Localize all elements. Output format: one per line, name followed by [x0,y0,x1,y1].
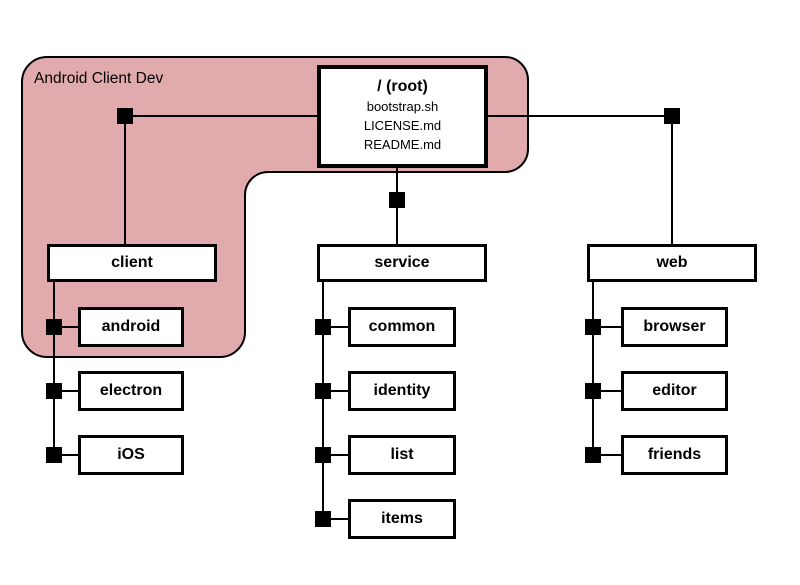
node-items[interactable]: items [348,499,456,539]
connector-dot-root-web [664,108,680,124]
connector-dot-web-browser [585,319,601,335]
connector-dot-client-electron [46,383,62,399]
node-root[interactable]: / (root) bootstrap.sh LICENSE.md README.… [317,65,488,168]
node-web[interactable]: web [587,244,757,282]
connector-dot-web-editor [585,383,601,399]
node-root-file: LICENSE.md [363,118,442,133]
connector-dot-service-list [315,447,331,463]
connector-dot-root-service [389,192,405,208]
node-ios[interactable]: iOS [78,435,184,475]
node-root-file: README.md [363,137,442,152]
group-label: Android Client Dev [34,70,164,87]
connector-dot-service-identity [315,383,331,399]
node-root-title: / (root) [377,78,428,95]
connector-dot-web-friends [585,447,601,463]
node-electron[interactable]: electron [78,371,184,411]
node-list[interactable]: list [348,435,456,475]
node-root-file: bootstrap.sh [366,99,439,114]
node-android[interactable]: android [78,307,184,347]
connector-dot-service-common [315,319,331,335]
node-service[interactable]: service [317,244,487,282]
node-browser[interactable]: browser [621,307,728,347]
node-friends[interactable]: friends [621,435,728,475]
node-identity[interactable]: identity [348,371,456,411]
node-editor[interactable]: editor [621,371,728,411]
connector-dot-root-client [117,108,133,124]
connector-dot-client-android [46,319,62,335]
connector-dot-client-ios [46,447,62,463]
connector-dot-service-items [315,511,331,527]
node-client[interactable]: client [47,244,217,282]
node-common[interactable]: common [348,307,456,347]
